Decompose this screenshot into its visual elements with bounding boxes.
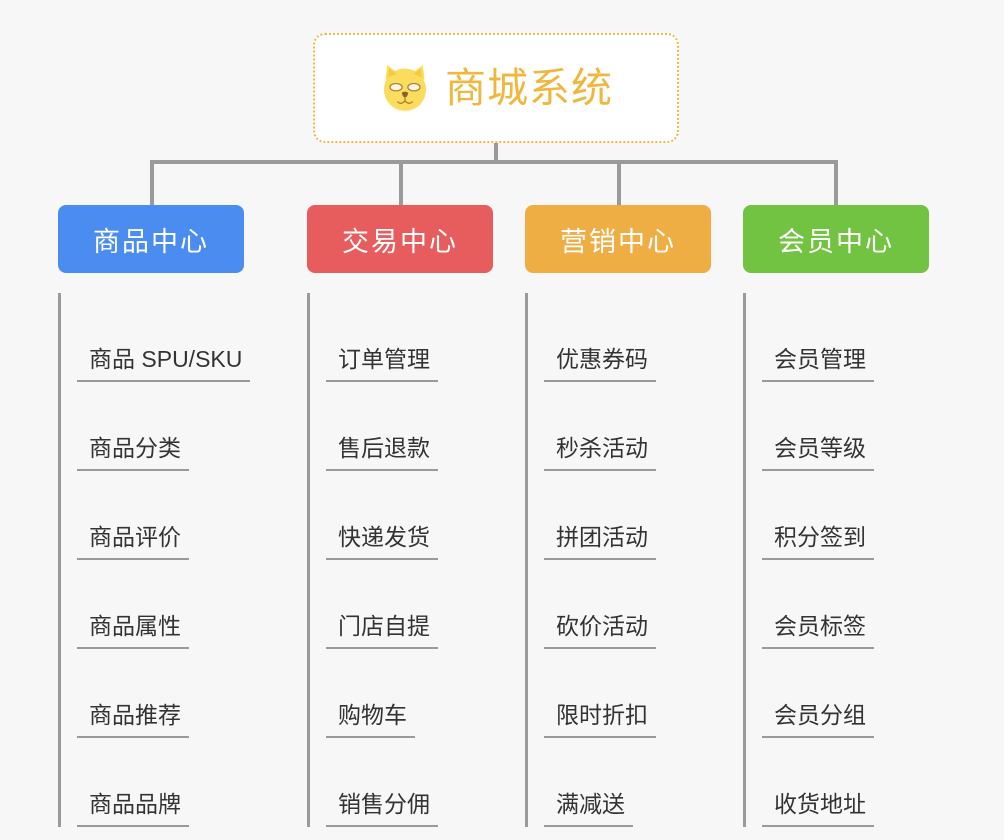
list-item[interactable]: 商品推荐 bbox=[77, 649, 244, 738]
list-item[interactable]: 限时折扣 bbox=[544, 649, 711, 738]
list-item[interactable]: 积分签到 bbox=[762, 471, 929, 560]
list-item[interactable]: 商品属性 bbox=[77, 560, 244, 649]
branch-header-3[interactable]: 营销中心 bbox=[525, 205, 711, 273]
list-item[interactable]: 商品 SPU/SKU bbox=[77, 293, 251, 382]
branch-items-1: 商品 SPU/SKU 商品分类 商品评价 商品属性 商品推荐 商品品牌 bbox=[58, 293, 251, 827]
list-item-label: 门店自提 bbox=[326, 607, 438, 649]
list-item-label: 会员标签 bbox=[762, 607, 874, 649]
list-item[interactable]: 会员管理 bbox=[762, 293, 929, 382]
list-item-label: 商品 SPU/SKU bbox=[77, 340, 251, 382]
branch-column-2: 交易中心 订单管理 售后退款 快递发货 门店自提 购物车 销售分佣 bbox=[307, 205, 493, 827]
list-item[interactable]: 门店自提 bbox=[326, 560, 493, 649]
list-item-label: 商品属性 bbox=[77, 607, 189, 649]
list-item[interactable]: 购物车 bbox=[326, 649, 493, 738]
branch-header-label-1: 商品中心 bbox=[93, 226, 209, 257]
list-item[interactable]: 拼团活动 bbox=[544, 471, 711, 560]
list-item-label: 订单管理 bbox=[326, 340, 438, 382]
branch-items-4: 会员管理 会员等级 积分签到 会员标签 会员分组 收货地址 bbox=[743, 293, 929, 827]
branch-items-2: 订单管理 售后退款 快递发货 门店自提 购物车 销售分佣 bbox=[307, 293, 493, 827]
branch-header-label-2: 交易中心 bbox=[342, 226, 458, 257]
shiba-inu-icon bbox=[379, 62, 431, 114]
list-item-label: 满减送 bbox=[544, 785, 633, 827]
root-title: 商城系统 bbox=[445, 64, 613, 111]
list-item-label: 限时折扣 bbox=[544, 696, 656, 738]
list-item[interactable]: 满减送 bbox=[544, 738, 711, 827]
list-item-label: 砍价活动 bbox=[544, 607, 656, 649]
list-item-label: 秒杀活动 bbox=[544, 429, 656, 471]
list-item[interactable]: 收货地址 bbox=[762, 738, 929, 827]
list-item[interactable]: 会员分组 bbox=[762, 649, 929, 738]
list-item-label: 会员管理 bbox=[762, 340, 874, 382]
branch-header-label-3: 营销中心 bbox=[560, 226, 676, 257]
list-item-label: 商品品牌 bbox=[77, 785, 189, 827]
list-item[interactable]: 会员等级 bbox=[762, 382, 929, 471]
list-item-label: 售后退款 bbox=[326, 429, 438, 471]
list-item-label: 销售分佣 bbox=[326, 785, 438, 827]
list-item-label: 优惠券码 bbox=[544, 340, 656, 382]
list-item-label: 商品分类 bbox=[77, 429, 189, 471]
list-item[interactable]: 优惠券码 bbox=[544, 293, 711, 382]
branch-column-4: 会员中心 会员管理 会员等级 积分签到 会员标签 会员分组 收货地址 bbox=[743, 205, 929, 827]
branch-header-2[interactable]: 交易中心 bbox=[307, 205, 493, 273]
list-item-label: 商品评价 bbox=[77, 518, 189, 560]
list-item[interactable]: 销售分佣 bbox=[326, 738, 493, 827]
list-item-label: 拼团活动 bbox=[544, 518, 656, 560]
list-item[interactable]: 会员标签 bbox=[762, 560, 929, 649]
list-item-label: 收货地址 bbox=[762, 785, 874, 827]
list-item-label: 购物车 bbox=[326, 696, 415, 738]
list-item[interactable]: 售后退款 bbox=[326, 382, 493, 471]
list-item[interactable]: 商品品牌 bbox=[77, 738, 244, 827]
branch-items-3: 优惠券码 秒杀活动 拼团活动 砍价活动 限时折扣 满减送 bbox=[525, 293, 711, 827]
list-item-label: 商品推荐 bbox=[77, 696, 189, 738]
branch-header-4[interactable]: 会员中心 bbox=[743, 205, 929, 273]
root-node[interactable]: 商城系统 bbox=[313, 33, 679, 143]
list-item-label: 积分签到 bbox=[762, 518, 874, 560]
list-item[interactable]: 订单管理 bbox=[326, 293, 493, 382]
connector-root-stem bbox=[494, 143, 498, 163]
list-item[interactable]: 秒杀活动 bbox=[544, 382, 711, 471]
list-item-label: 会员等级 bbox=[762, 429, 874, 471]
connector-drop-4 bbox=[834, 160, 838, 208]
connector-horizontal-bus bbox=[150, 160, 838, 164]
connector-drop-3 bbox=[617, 160, 621, 208]
list-item[interactable]: 商品分类 bbox=[77, 382, 244, 471]
list-item[interactable]: 商品评价 bbox=[77, 471, 244, 560]
list-item-label: 快递发货 bbox=[326, 518, 438, 560]
list-item[interactable]: 砍价活动 bbox=[544, 560, 711, 649]
list-item[interactable]: 快递发货 bbox=[326, 471, 493, 560]
branch-header-label-4: 会员中心 bbox=[778, 226, 894, 257]
list-item-label: 会员分组 bbox=[762, 696, 874, 738]
branch-header-1[interactable]: 商品中心 bbox=[58, 205, 244, 273]
connector-drop-2 bbox=[399, 160, 403, 208]
branch-column-1: 商品中心 商品 SPU/SKU 商品分类 商品评价 商品属性 商品推荐 商品品牌 bbox=[58, 205, 251, 827]
connector-drop-1 bbox=[150, 160, 154, 208]
branch-column-3: 营销中心 优惠券码 秒杀活动 拼团活动 砍价活动 限时折扣 满减送 bbox=[525, 205, 711, 827]
